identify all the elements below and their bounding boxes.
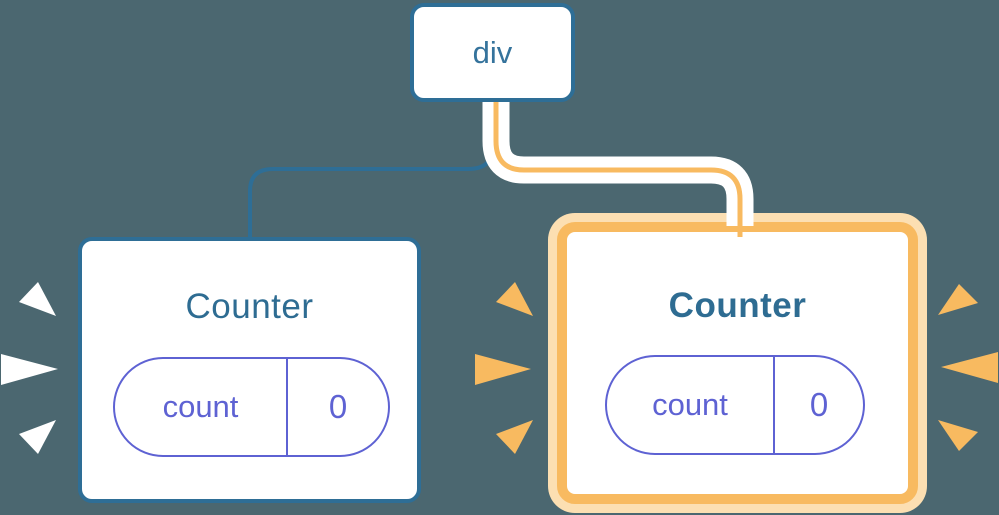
edge-to-right-counter-core <box>493 102 743 237</box>
sparkle-icon <box>941 352 998 383</box>
pill-divider <box>286 359 288 455</box>
state-pill: count 0 <box>113 357 390 457</box>
sparkle-icon <box>938 284 978 315</box>
sparkle-burst-right-counter-right <box>938 284 998 451</box>
counter-title: Counter <box>668 286 807 325</box>
state-key-cell: count <box>652 387 728 422</box>
sparkle-icon <box>19 420 56 454</box>
sparkle-icon <box>496 282 533 316</box>
edge-to-left-counter <box>248 102 495 241</box>
state-key-cell: count <box>162 389 239 424</box>
counter-title: Counter <box>185 287 314 326</box>
root-node-label: div <box>472 34 513 70</box>
state-value-cell: 0 <box>328 388 348 425</box>
sparkle-icon <box>19 282 56 316</box>
counter-node-left: Counter count 0 <box>78 237 421 503</box>
pill-divider <box>773 357 775 453</box>
edge-to-right-counter-pipe <box>482 102 754 226</box>
sparkle-icon <box>475 354 531 385</box>
counter-node-right: Counter count 0 <box>557 222 918 504</box>
sparkle-icon <box>938 420 978 451</box>
root-node: div <box>410 3 575 102</box>
sparkle-icon <box>496 420 533 454</box>
sparkle-burst-left-counter <box>1 282 58 454</box>
sparkle-icon <box>1 354 58 385</box>
sparkle-burst-right-counter-left <box>475 282 533 454</box>
state-pill: count 0 <box>605 355 865 455</box>
state-value-cell: 0 <box>809 386 829 423</box>
